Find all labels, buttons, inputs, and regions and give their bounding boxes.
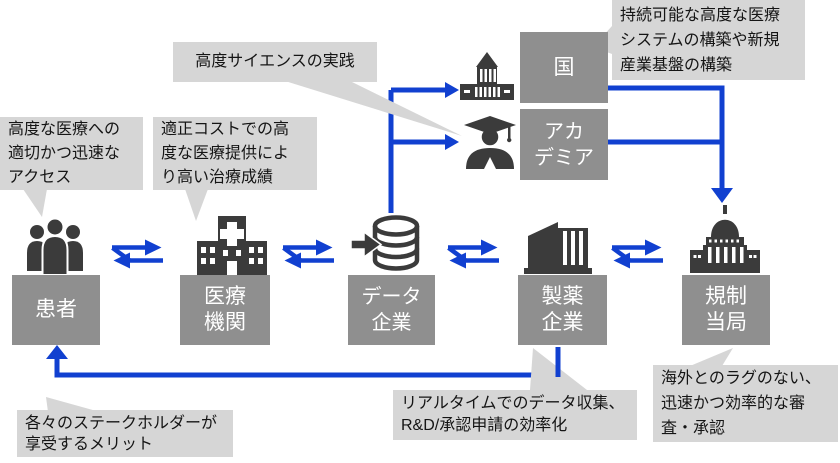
tail-cost [185,189,208,221]
entity-box-regulator: 規制 当局 [682,275,770,345]
people-group-icon [27,217,83,275]
callout-science: 高度サイエンスの実践 [173,42,377,82]
swap-arrow-medical-dataco [283,240,334,269]
diet-building-icon [460,52,514,100]
entity-box-kuni: 国 [520,32,608,103]
entity-box-patient: 患者 [12,275,100,345]
entity-box-medical: 医療 機関 [180,275,270,345]
callout-overseas: 海外とのラグのない、 迅速かつ効率的な審 査・承認 [653,365,838,442]
arrowhead-regulator [711,188,733,203]
tail-access [23,189,47,217]
swap-arrow-dataco-pharma [448,240,499,269]
arrow-kuni-to-regulator [608,85,725,188]
arrow-heads [46,82,733,359]
swap-arrow-pharma-regulator [612,240,663,269]
callout-cost: 適正コストでの高 度な医療提供によ り高い治療成績 [153,117,317,190]
database-icon [350,215,420,271]
arrowhead-patient [46,345,68,359]
office-building-icon [524,222,592,274]
arrow-pharma-to-patient [54,347,561,378]
entity-box-pharma: 製薬 企業 [518,275,607,345]
graduate-icon [464,116,516,169]
callout-sustainable: 持続可能な高度な医療 システムの構築や新規 産業基盤の構築 [612,0,805,80]
callout-realtime: リアルタイムでのデータ収集、 R&D/承認申請の効率化 [393,390,637,440]
hospital-icon [197,216,267,275]
tail-science [285,81,462,136]
tail-merit [46,397,100,412]
callout-access: 高度な医療への 適切かつ迅速な アクセス [0,117,143,190]
swap-arrow-patient-medical [112,240,163,269]
callout-merit: 各々のステークホルダーが 享受するメリット [17,410,233,457]
tail-overseas [690,348,733,366]
capitol-icon [690,205,760,273]
arrowhead-academia [445,134,459,150]
entity-box-academia: アカ デミア [520,109,608,180]
entity-box-data-company: データ 企業 [348,275,435,345]
arrowhead-kuni [445,82,459,98]
